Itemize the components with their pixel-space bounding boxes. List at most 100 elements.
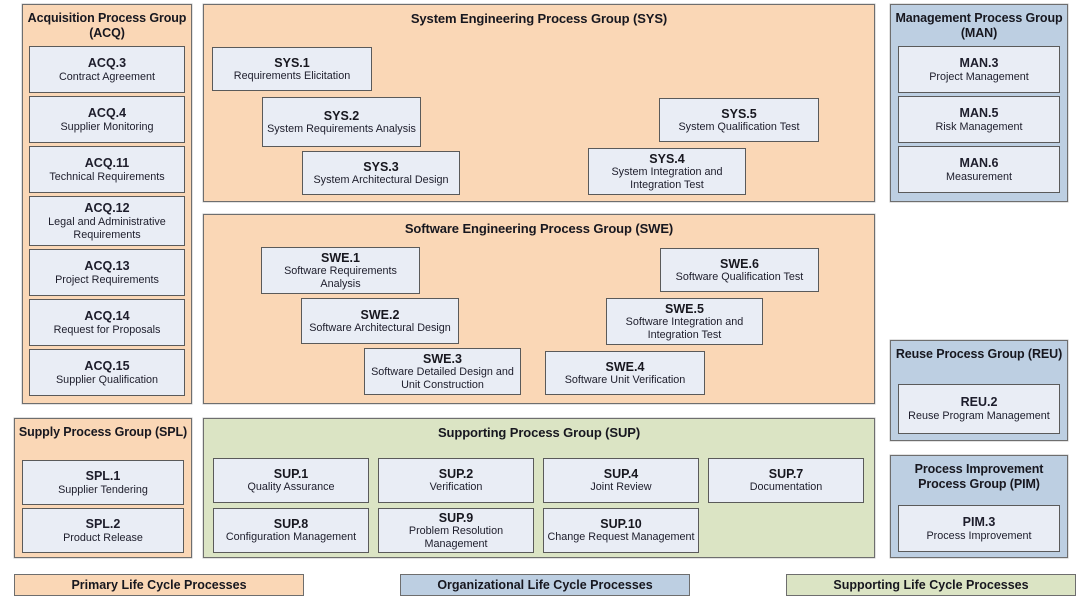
process-id: ACQ.11: [84, 155, 130, 170]
process-name: System Architectural Design: [313, 173, 449, 186]
process-id: SPL.1: [85, 468, 121, 483]
process-id: MAN.6: [959, 155, 999, 170]
process-id: SWE.5: [665, 301, 704, 316]
process-name: Supplier Monitoring: [60, 120, 154, 133]
process-box-sys-2[interactable]: SYS.2 System Requirements Analysis: [262, 97, 421, 147]
process-box-sys-1[interactable]: SYS.1 Requirements Elicitation: [212, 47, 372, 91]
process-name: Supplier Tendering: [58, 483, 148, 496]
group-man-title: Management Process Group (MAN): [895, 11, 1063, 40]
process-id: SWE.6: [720, 256, 759, 271]
process-box-swe-5[interactable]: SWE.5 Software Integration and Integrati…: [606, 298, 763, 345]
process-name: Risk Management: [935, 120, 1023, 133]
process-name: Software Integration and Integration Tes…: [625, 315, 744, 341]
process-name: Request for Proposals: [53, 323, 161, 336]
group-acq-title: Acquisition Process Group (ACQ): [27, 11, 187, 40]
legend-supporting-life-cycle: Supporting Life Cycle Processes: [786, 574, 1076, 596]
process-box-sup-10[interactable]: SUP.10 Change Request Management: [543, 508, 699, 553]
process-id: ACQ.12: [84, 200, 130, 215]
process-name: Measurement: [945, 170, 1012, 183]
process-box-acq-4[interactable]: ACQ.4 Supplier Monitoring: [29, 96, 185, 143]
process-box-spl-1[interactable]: SPL.1 Supplier Tendering: [22, 460, 184, 505]
process-name: Joint Review: [590, 481, 652, 494]
process-id: SWE.4: [605, 359, 645, 374]
group-swe-title: Software Engineering Process Group (SWE): [404, 221, 674, 236]
process-id: SYS.2: [323, 108, 360, 123]
process-id: PIM.3: [962, 514, 996, 529]
process-id: SWE.2: [360, 307, 400, 322]
legend-primary-life-cycle: Primary Life Cycle Processes: [14, 574, 304, 596]
process-name: Supplier Qualification: [55, 373, 159, 386]
process-name: Verification: [429, 481, 483, 494]
legend-label: Supporting Life Cycle Processes: [833, 578, 1029, 592]
group-sup-title: Supporting Process Group (SUP): [437, 425, 641, 440]
process-name: Problem Resolution Management: [408, 524, 504, 550]
process-id: SYS.4: [649, 151, 685, 166]
process-box-sys-4[interactable]: SYS.4 System Integration and Integration…: [588, 148, 746, 195]
process-box-spl-2[interactable]: SPL.2 Product Release: [22, 508, 184, 553]
process-box-acq-15[interactable]: ACQ.15 Supplier Qualification: [29, 349, 185, 396]
process-box-swe-3[interactable]: SWE.3 Software Detailed Design and Unit …: [364, 348, 521, 395]
legend-organizational-life-cycle: Organizational Life Cycle Processes: [400, 574, 690, 596]
process-id: SYS.5: [721, 106, 757, 121]
process-box-sup-4[interactable]: SUP.4 Joint Review: [543, 458, 699, 503]
process-id: SUP.2: [438, 467, 474, 482]
group-pim-title: Process Improvement Process Group (PIM): [914, 462, 1044, 491]
process-name: Software Qualification Test: [675, 270, 804, 283]
process-id: ACQ.3: [87, 55, 127, 70]
process-id: ACQ.13: [84, 258, 130, 273]
process-name: Legal and Administrative Requirements: [48, 215, 166, 241]
process-id: SYS.1: [274, 55, 310, 70]
process-id: ACQ.4: [87, 105, 127, 120]
process-box-sup-2[interactable]: SUP.2 Verification: [378, 458, 534, 503]
process-box-sup-9[interactable]: SUP.9 Problem Resolution Management: [378, 508, 534, 553]
process-id: MAN.5: [959, 105, 999, 120]
process-name: Project Requirements: [55, 273, 159, 286]
process-name: Configuration Management: [225, 531, 357, 544]
process-name: Software Requirements Analysis: [284, 264, 397, 290]
process-box-sup-1[interactable]: SUP.1 Quality Assurance: [213, 458, 369, 503]
process-name: Software Unit Verification: [564, 373, 686, 386]
process-box-swe-2[interactable]: SWE.2 Software Architectural Design: [301, 298, 459, 344]
process-box-sys-5[interactable]: SYS.5 System Qualification Test: [659, 98, 819, 142]
process-name: System Qualification Test: [678, 120, 800, 133]
process-name: Reuse Program Management: [908, 410, 1050, 423]
legend-label: Organizational Life Cycle Processes: [437, 578, 653, 592]
process-id: ACQ.15: [84, 358, 130, 373]
process-name: Project Management: [929, 70, 1029, 83]
process-box-acq-11[interactable]: ACQ.11 Technical Requirements: [29, 146, 185, 193]
process-id: SPL.2: [85, 516, 121, 531]
process-name: Technical Requirements: [49, 170, 165, 183]
process-box-acq-13[interactable]: ACQ.13 Project Requirements: [29, 249, 185, 296]
group-reu-title: Reuse Process Group (REU): [895, 347, 1063, 361]
process-name: Process Improvement: [926, 529, 1032, 542]
process-id: SUP.9: [438, 510, 474, 525]
process-name: Requirements Elicitation: [233, 69, 351, 82]
process-id: ACQ.14: [84, 308, 130, 323]
process-name: Quality Assurance: [247, 481, 335, 494]
process-name: Documentation: [749, 481, 823, 494]
process-box-acq-3[interactable]: ACQ.3 Contract Agreement: [29, 46, 185, 93]
process-box-swe-6[interactable]: SWE.6 Software Qualification Test: [660, 248, 819, 292]
process-id: MAN.3: [959, 55, 999, 70]
process-id: SWE.1: [321, 250, 360, 265]
process-name: System Integration and Integration Test: [611, 165, 723, 191]
process-box-swe-1[interactable]: SWE.1 Software Requirements Analysis: [261, 247, 420, 294]
group-sys-title: System Engineering Process Group (SYS): [410, 11, 668, 26]
process-id: SUP.10: [600, 517, 642, 532]
process-box-acq-14[interactable]: ACQ.14 Request for Proposals: [29, 299, 185, 346]
process-name: Software Detailed Design and Unit Constr…: [371, 365, 514, 391]
process-box-reu-2[interactable]: REU.2 Reuse Program Management: [898, 384, 1060, 434]
process-box-sup-8[interactable]: SUP.8 Configuration Management: [213, 508, 369, 553]
process-box-man-6[interactable]: MAN.6 Measurement: [898, 146, 1060, 193]
process-box-swe-4[interactable]: SWE.4 Software Unit Verification: [545, 351, 705, 395]
process-box-pim-3[interactable]: PIM.3 Process Improvement: [898, 505, 1060, 552]
process-id: SUP.4: [603, 467, 639, 482]
process-box-man-3[interactable]: MAN.3 Project Management: [898, 46, 1060, 93]
process-box-acq-12[interactable]: ACQ.12 Legal and Administrative Requirem…: [29, 196, 185, 246]
process-id: SUP.7: [768, 467, 804, 482]
process-box-sup-7[interactable]: SUP.7 Documentation: [708, 458, 864, 503]
process-box-sys-3[interactable]: SYS.3 System Architectural Design: [302, 151, 460, 195]
process-box-man-5[interactable]: MAN.5 Risk Management: [898, 96, 1060, 143]
process-name: Contract Agreement: [58, 70, 156, 83]
process-name: Change Request Management: [547, 531, 695, 544]
